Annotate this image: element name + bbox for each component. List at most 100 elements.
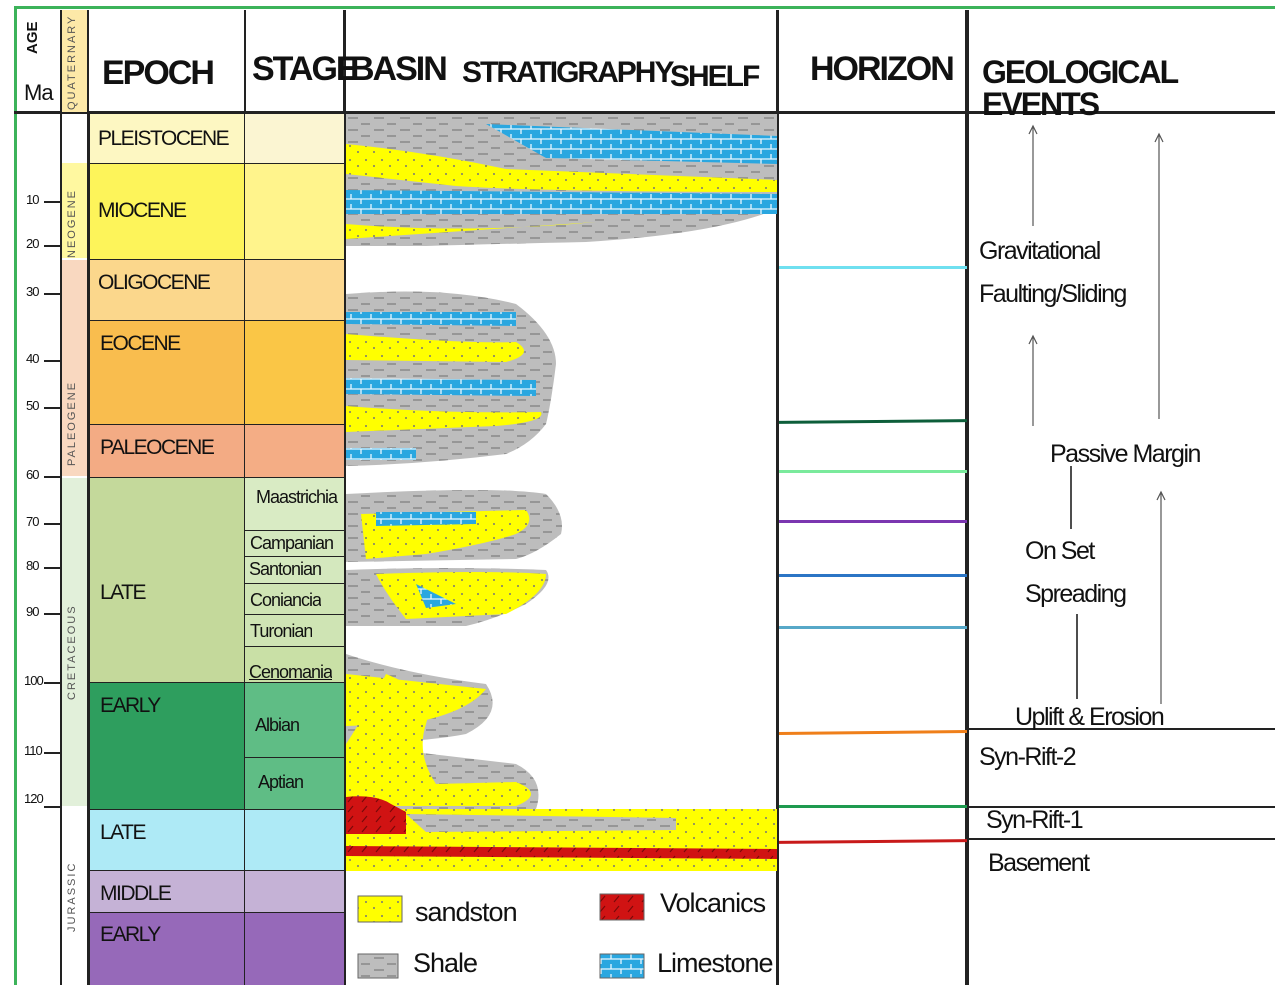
epoch-label-late-jurassic: LATE [100,821,146,844]
age-tick: 70 [26,514,40,529]
epoch-label-miocene: MIOCENE [98,199,187,222]
epoch-label-pleistocene: PLEISTOCENE [98,127,230,150]
age-tick: 50 [26,398,40,413]
legend-swatch-sandstone [357,895,403,923]
stage-cell-aptian [244,757,345,810]
event-gravitational-line1: Gravitational [979,237,1101,265]
stage-cell-paleocene [244,424,345,478]
epoch-label-eocene: EOCENE [100,332,181,355]
col-sep-strat [776,10,779,985]
stage-cell-maastrichtian [244,477,345,531]
epoch-label-late-cretaceous: LATE [100,581,146,604]
legend-label-shale: Shale [413,948,478,978]
age-header: AGE [22,21,50,62]
stage-label-cenomanian: Cenomania [249,663,333,681]
horizon-line-basement [778,839,968,844]
epoch-early-jurassic [89,912,245,985]
stratigraphy-column [346,114,777,979]
epoch-oligocene [89,259,245,321]
header-rule [14,111,1275,114]
period-cretaceous [62,478,87,806]
epoch-label-paleocene: PALEOCENE [100,436,215,459]
legend-swatch-shale [357,953,399,979]
event-onset-line2: Spreading [1025,580,1127,608]
horizon-line-turonian [779,626,967,629]
shelf-header: SHELF [670,60,760,93]
epoch-header: EPOCH [102,54,215,92]
basin-header: BASIN [350,50,448,88]
age-header-label: AGE [24,21,41,54]
age-tick-mark [44,806,60,808]
horizon-line-aptian [778,730,968,735]
legend-swatch-volcanics [599,893,645,921]
age-tick: 20 [26,236,40,251]
horizon-line-jurassic-top [779,805,967,808]
period-label-quaternary: QUATERNARY [66,14,78,110]
events-divider-synrift1 [969,806,1275,808]
stage-cell-pleistocene [244,114,345,164]
period-quaternary [62,10,87,112]
stage-label-santonian: Santonian [249,560,322,578]
stage-label-aptian: Aptian [258,773,304,791]
age-tick: 10 [26,192,40,207]
horizon-line-oligocene [779,266,967,269]
horizon-header: HORIZON [810,50,955,88]
age-tick-mark [44,613,60,615]
frame-top-line [14,6,1275,9]
upper-wedge [346,114,777,246]
epoch-early-cretaceous [89,682,245,810]
horizon-line-maastrichtian [779,470,967,473]
event-basement: Basement [988,849,1090,877]
period-neogene [62,163,87,258]
stage-cell-eocene [244,320,345,425]
epoch-label-early-cretaceous: EARLY [100,694,161,717]
age-tick: 120 [24,791,44,806]
period-label-jurassic: JURASSIC [66,861,78,932]
age-tick-mark [44,407,60,409]
age-tick: 90 [26,604,40,619]
age-tick-mark [44,293,60,295]
stage-cell-albian [244,682,345,758]
epoch-paleocene [89,424,245,478]
age-scale: 10 20 30 40 50 60 70 80 90 100 110 120 [14,114,60,985]
stage-cell-oligocene [244,259,345,321]
event-synrift2: Syn-Rift-2 [979,743,1077,771]
age-tick-mark [44,523,60,525]
frame-left-line [14,6,17,985]
epoch-label-early-jurassic: EARLY [100,923,161,946]
legend-label-limestone: Limestone [657,948,774,978]
age-tick-mark [44,752,60,754]
stage-cell-middle-jurassic [244,870,345,913]
col-sep-period [87,10,89,985]
epoch-label-middle-jurassic: MIDDLE [100,882,172,905]
age-tick: 30 [26,284,40,299]
legend-label-volcanics: Volcanics [660,888,766,918]
age-tick-mark [44,201,60,203]
horizon-line-coniacian [779,574,967,577]
events-header: GEOLOGICAL EVENTS [982,54,1179,122]
age-tick: 40 [26,351,40,366]
stage-cell-miocene [244,163,345,260]
col-sep-age [60,10,62,985]
paleogene-wedge [346,291,556,466]
period-label-neogene: NEOGENE [66,188,78,258]
epoch-late-cretaceous [89,477,245,683]
event-arrows [1028,124,1166,704]
period-label-cretaceous: CRETACEOUS [66,604,78,700]
events-divider-synrift2 [969,728,1275,730]
stage-header: STAGE [252,50,359,88]
epoch-label-oligocene: OLIGOCENE [98,271,211,294]
stage-label-maastrichtian: Maastrichia [256,488,338,506]
stage-label-albian: Albian [255,716,300,734]
legend-label-sandstone: sandston [415,897,518,927]
cretaceous-wedges [346,490,562,809]
stage-cell-cenomanian [244,646,345,683]
event-uplift-erosion: Uplift & Erosion [1015,703,1165,731]
period-jurassic [62,808,87,985]
age-tick: 60 [26,467,40,482]
age-tick-mark [44,245,60,247]
age-tick: 80 [26,558,40,573]
event-onset-line1: On Set [1025,537,1095,565]
stage-label-turonian: Turonian [250,622,313,640]
age-tick-mark [44,682,60,684]
